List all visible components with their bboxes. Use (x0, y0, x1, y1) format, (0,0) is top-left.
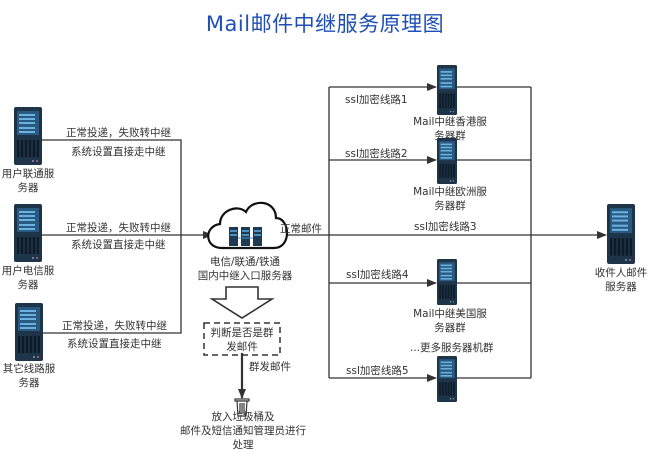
source-label-other: 其它线路服务器 (2, 363, 56, 389)
route-4-label: ssl加密线路4 (346, 269, 409, 281)
source-line-1 (42, 139, 182, 334)
source-3-line1: 正常投递，失败转中继 (62, 320, 167, 332)
filter-branch-label: 群发邮件 (249, 361, 291, 373)
route-5-label: ssl加密线路5 (346, 365, 409, 377)
route-2-target: Mail中继欧洲服务器群 (413, 186, 487, 212)
route-3-label: ssl加密线路3 (414, 221, 477, 233)
more-servers-label: ...更多服务器机群 (410, 342, 494, 354)
server-rack-icon (14, 107, 42, 165)
route-1-target: Mail中继香港服务器群 (413, 116, 487, 142)
gateway-server-icons (229, 227, 262, 246)
route-4-target: Mail中继美国服务器群 (413, 308, 487, 334)
source-3-line2: 系统设置直接走中继 (67, 338, 162, 350)
server-rack-icon (437, 65, 457, 115)
down-arrow-icon (209, 286, 275, 319)
route-1-label: ssl加密线路1 (345, 94, 408, 106)
server-rack-icon (607, 204, 635, 264)
cloud-icon (207, 201, 289, 250)
gateway-out-label: 正常邮件 (280, 223, 322, 235)
filter-box (203, 322, 281, 356)
filter-label: 判断是否是群发邮件 (210, 327, 274, 353)
trash-label: 放入垃圾桶及 邮件及短信通知管理员进行处理 (180, 411, 306, 451)
source-2-line1: 正常投递，失败转中继 (66, 222, 171, 234)
server-rack-icon (437, 138, 457, 184)
gateway-label: 电信/联通/铁通 国内中继入口服务器 (197, 256, 293, 282)
server-rack-icon (15, 303, 43, 361)
source-label-unicom: 用户联通服务器 (1, 168, 55, 194)
source-1-line2: 系统设置直接走中继 (71, 146, 166, 158)
receiver-label: 收件人邮件服务器 (594, 267, 648, 293)
route-2-label: ssl加密线路2 (345, 148, 408, 160)
server-rack-icon (14, 204, 42, 262)
trash-can-icon (234, 398, 250, 417)
server-rack-icon (437, 356, 457, 402)
source-1-line1: 正常投递，失败转中继 (66, 127, 171, 139)
server-rack-icon (437, 259, 457, 305)
diagram-title: Mail邮件中继服务原理图 (205, 12, 445, 36)
source-label-telecom: 用户电信服务器 (1, 265, 55, 291)
source-2-line2: 系统设置直接走中继 (71, 239, 166, 251)
